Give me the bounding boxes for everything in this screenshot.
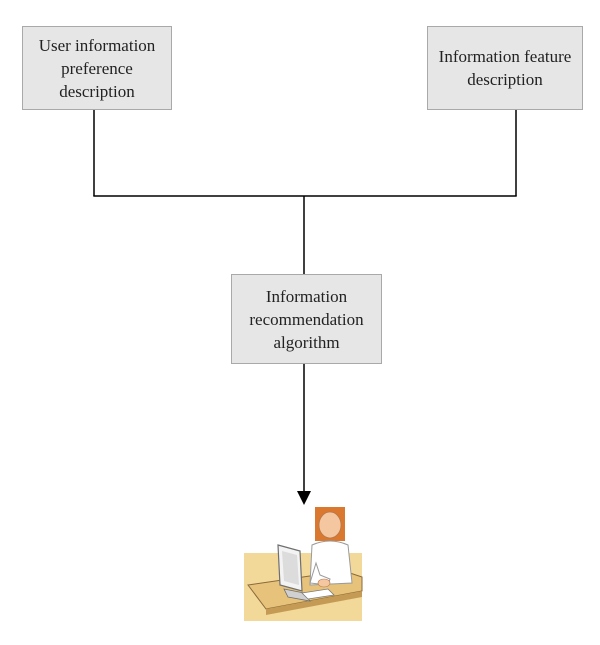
node-information-feature-description: Information feature description bbox=[427, 26, 583, 110]
node-information-recommendation-algorithm: Information recommendation algorithm bbox=[231, 274, 382, 364]
node-label: Information recommendation algorithm bbox=[249, 286, 364, 352]
arrowhead-icon bbox=[297, 491, 311, 505]
node-label: Information feature description bbox=[438, 47, 572, 89]
node-user-information-preference: User information preference description bbox=[22, 26, 172, 110]
user-at-computer-icon bbox=[244, 507, 363, 621]
node-label: User information preference description bbox=[38, 35, 156, 101]
